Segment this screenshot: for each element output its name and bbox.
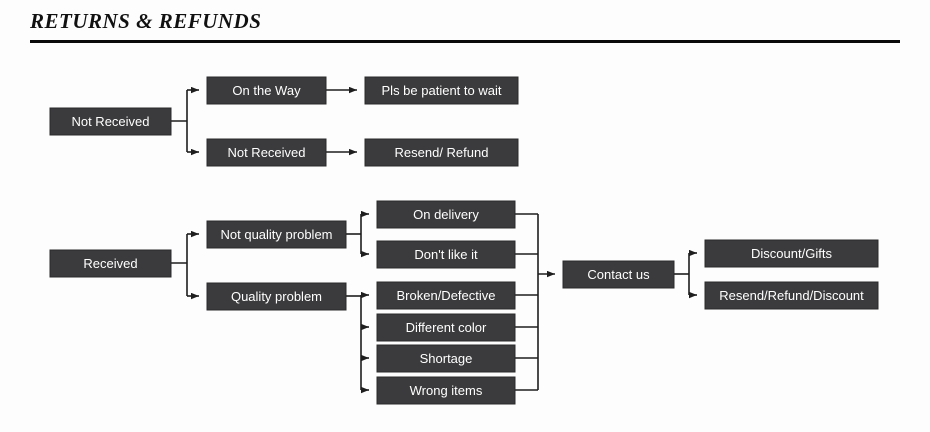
node-broken-defective-box (376, 281, 516, 310)
node-wrong-items-box (376, 376, 516, 405)
node-resend-refund-discount-label: Resend/Refund/Discount (719, 288, 864, 303)
node-discount-gifts[interactable]: Discount/Gifts (704, 239, 879, 268)
node-not-received-root[interactable]: Not Received (49, 107, 172, 136)
node-resend-refund[interactable]: Resend/ Refund (364, 138, 519, 167)
node-received-root[interactable]: Received (49, 249, 172, 278)
node-on-delivery-label: On delivery (413, 207, 479, 222)
title-divider (30, 40, 900, 43)
node-pls-be-patient-box (364, 76, 519, 105)
node-resend-refund-discount[interactable]: Resend/Refund/Discount (704, 281, 879, 310)
node-wrong-items-label: Wrong items (410, 383, 483, 398)
node-discount-gifts-label: Discount/Gifts (751, 246, 832, 261)
node-dont-like-it-label: Don't like it (414, 247, 478, 262)
node-resend-refund-box (364, 138, 519, 167)
page-title: RETURNS & REFUNDS (30, 9, 262, 33)
node-quality-problem-label: Quality problem (231, 289, 322, 304)
node-not-quality-problem[interactable]: Not quality problem (206, 220, 347, 249)
node-shortage[interactable]: Shortage (376, 344, 516, 373)
node-not-received-root-box (49, 107, 172, 136)
node-pls-be-patient[interactable]: Pls be patient to wait (364, 76, 519, 105)
node-on-the-way-box (206, 76, 327, 105)
node-contact-us[interactable]: Contact us (562, 260, 675, 289)
node-on-the-way[interactable]: On the Way (206, 76, 327, 105)
node-different-color[interactable]: Different color (376, 313, 516, 342)
node-on-delivery[interactable]: On delivery (376, 200, 516, 229)
node-different-color-box (376, 313, 516, 342)
node-not-received-root-label: Not Received (71, 114, 149, 129)
node-not-quality-problem-box (206, 220, 347, 249)
node-wrong-items[interactable]: Wrong items (376, 376, 516, 405)
node-dont-like-it-box (376, 240, 516, 269)
node-not-received-child-box (206, 138, 327, 167)
node-discount-gifts-box (704, 239, 879, 268)
node-broken-defective[interactable]: Broken/Defective (376, 281, 516, 310)
node-pls-be-patient-label: Pls be patient to wait (382, 83, 502, 98)
node-received-root-box (49, 249, 172, 278)
node-not-received-child[interactable]: Not Received (206, 138, 327, 167)
node-resend-refund-discount-box (704, 281, 879, 310)
node-on-the-way-label: On the Way (232, 83, 301, 98)
node-dont-like-it[interactable]: Don't like it (376, 240, 516, 269)
node-broken-defective-label: Broken/Defective (397, 288, 496, 303)
node-not-quality-problem-label: Not quality problem (221, 227, 333, 242)
node-shortage-box (376, 344, 516, 373)
node-quality-problem-box (206, 282, 347, 311)
node-received-root-label: Received (83, 256, 137, 271)
node-different-color-label: Different color (406, 320, 487, 335)
node-not-received-child-label: Not Received (227, 145, 305, 160)
node-shortage-label: Shortage (420, 351, 473, 366)
node-contact-us-label: Contact us (587, 267, 650, 282)
node-quality-problem[interactable]: Quality problem (206, 282, 347, 311)
node-contact-us-box (562, 260, 675, 289)
node-resend-refund-label: Resend/ Refund (395, 145, 489, 160)
node-on-delivery-box (376, 200, 516, 229)
